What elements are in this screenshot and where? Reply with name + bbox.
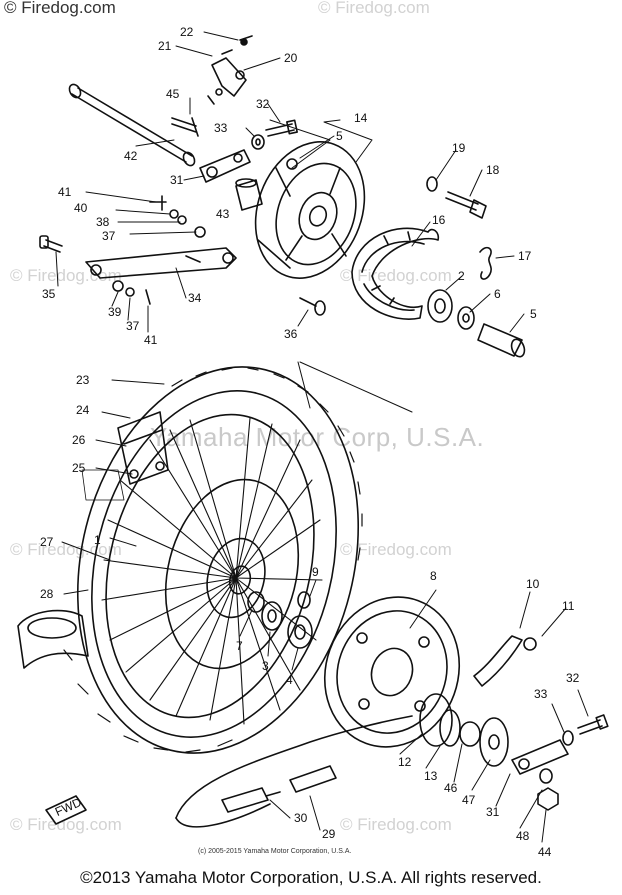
watermark-site: © Firedog.com bbox=[318, 0, 430, 17]
callout-number: 11 bbox=[562, 599, 575, 613]
callout-number: 19 bbox=[452, 141, 466, 155]
callout-number: 22 bbox=[180, 25, 194, 39]
rear-wheel bbox=[63, 366, 363, 754]
torque-arm bbox=[85, 247, 237, 279]
callout-number: 37 bbox=[126, 319, 140, 333]
brake-shoe bbox=[351, 227, 440, 320]
nut-part bbox=[537, 787, 559, 811]
callout-number: 41 bbox=[144, 333, 158, 347]
watermark-corp: Yamaha Motor Corp, U.S.A. bbox=[150, 422, 485, 452]
callout-number: 31 bbox=[170, 173, 184, 187]
callout-number: 32 bbox=[566, 671, 580, 685]
callout-number: 21 bbox=[158, 39, 172, 53]
callout-number: 42 bbox=[124, 149, 138, 163]
rim-section bbox=[17, 609, 89, 669]
watermark-site: © Firedog.com bbox=[340, 266, 452, 285]
nut-part bbox=[523, 637, 537, 651]
callout-number: 27 bbox=[40, 535, 54, 549]
callout-number: 39 bbox=[108, 305, 122, 319]
bearing-part bbox=[261, 601, 313, 649]
callout-number: 18 bbox=[486, 163, 500, 177]
oil-seal-part bbox=[419, 693, 509, 767]
callout-number: 38 bbox=[96, 215, 110, 229]
pin-part bbox=[149, 195, 206, 238]
chain-puller bbox=[511, 739, 569, 775]
copyright-footer: ©2013 Yamaha Motor Corporation, U.S.A. A… bbox=[80, 868, 542, 887]
adjust-bolt-part bbox=[299, 297, 326, 316]
drive-chain bbox=[175, 715, 413, 828]
callout-number: 46 bbox=[444, 781, 458, 795]
callout-number: 29 bbox=[322, 827, 336, 841]
nut-part bbox=[112, 280, 151, 305]
callout-number: 2 bbox=[458, 269, 465, 283]
callout-number: 48 bbox=[516, 829, 530, 843]
callout-number: 24 bbox=[76, 403, 90, 417]
callout-number: 6 bbox=[494, 287, 501, 301]
callout-number: 10 bbox=[526, 577, 540, 591]
callout-number: 36 bbox=[284, 327, 298, 341]
callout-number: 47 bbox=[462, 793, 476, 807]
callout-number: 33 bbox=[534, 687, 548, 701]
callout-number: 37 bbox=[102, 229, 116, 243]
bolt-part bbox=[577, 714, 609, 735]
bearing-part bbox=[427, 289, 453, 323]
mud-flap bbox=[117, 411, 169, 485]
watermark-top: © Firedog.com bbox=[4, 0, 116, 17]
callout-number: 23 bbox=[76, 373, 90, 387]
callout-number: 20 bbox=[284, 51, 298, 65]
watermark-site: © Firedog.com bbox=[10, 815, 122, 834]
watermark-site: © Firedog.com bbox=[340, 815, 452, 834]
callout-number: 3 bbox=[262, 659, 269, 673]
callout-number: 31 bbox=[486, 805, 500, 819]
callout-number: 9 bbox=[312, 565, 319, 579]
bolt-part bbox=[171, 117, 199, 137]
callout-number: 34 bbox=[188, 291, 202, 305]
callout-number: 5 bbox=[530, 307, 537, 321]
chain-puller bbox=[199, 149, 251, 183]
oil-seal-part bbox=[457, 306, 475, 330]
callout-number: 14 bbox=[354, 111, 368, 125]
axle-part bbox=[68, 83, 196, 167]
callout-number: 12 bbox=[398, 755, 412, 769]
small-copyright: (c) 2005-2015 Yamaha Motor Corporation, … bbox=[198, 848, 352, 855]
callout-number: 28 bbox=[40, 587, 54, 601]
collar-part bbox=[235, 178, 263, 211]
callout-number: 7 bbox=[236, 639, 243, 653]
callout-number: 8 bbox=[430, 569, 437, 583]
callout-number: 16 bbox=[432, 213, 446, 227]
callout-number: 17 bbox=[518, 249, 532, 263]
callout-number: 25 bbox=[72, 461, 86, 475]
callout-number: 33 bbox=[214, 121, 228, 135]
callout-number: 35 bbox=[42, 287, 56, 301]
callout-number: 40 bbox=[74, 201, 88, 215]
collar-part bbox=[247, 591, 265, 613]
callout-number: 26 bbox=[72, 433, 86, 447]
spacer-part bbox=[477, 323, 526, 358]
callout-number: 13 bbox=[424, 769, 438, 783]
callout-number: 41 bbox=[58, 185, 72, 199]
camshaft-part bbox=[426, 176, 487, 219]
callout-number: 1 bbox=[94, 533, 101, 547]
watermark-site: © Firedog.com bbox=[340, 540, 452, 559]
washer-part bbox=[297, 591, 311, 609]
brake-cam-lever bbox=[207, 35, 253, 105]
washer-part bbox=[539, 730, 574, 784]
callout-number: 30 bbox=[294, 811, 308, 825]
bolt-part bbox=[265, 119, 298, 137]
rear-sprocket bbox=[323, 596, 461, 748]
callout-number: 45 bbox=[166, 87, 180, 101]
brake-shoe-plate bbox=[254, 141, 366, 279]
callout-number: 4 bbox=[286, 673, 293, 687]
bolt-part bbox=[39, 235, 63, 253]
lock-plate bbox=[473, 635, 523, 687]
spring-part bbox=[479, 246, 492, 280]
callout-number: 43 bbox=[216, 207, 230, 221]
callout-number: 44 bbox=[538, 845, 552, 859]
callout-number: 32 bbox=[256, 97, 270, 111]
washer-part bbox=[251, 134, 265, 150]
fwd-stamp bbox=[45, 795, 87, 825]
callout-number: 5 bbox=[336, 129, 343, 143]
